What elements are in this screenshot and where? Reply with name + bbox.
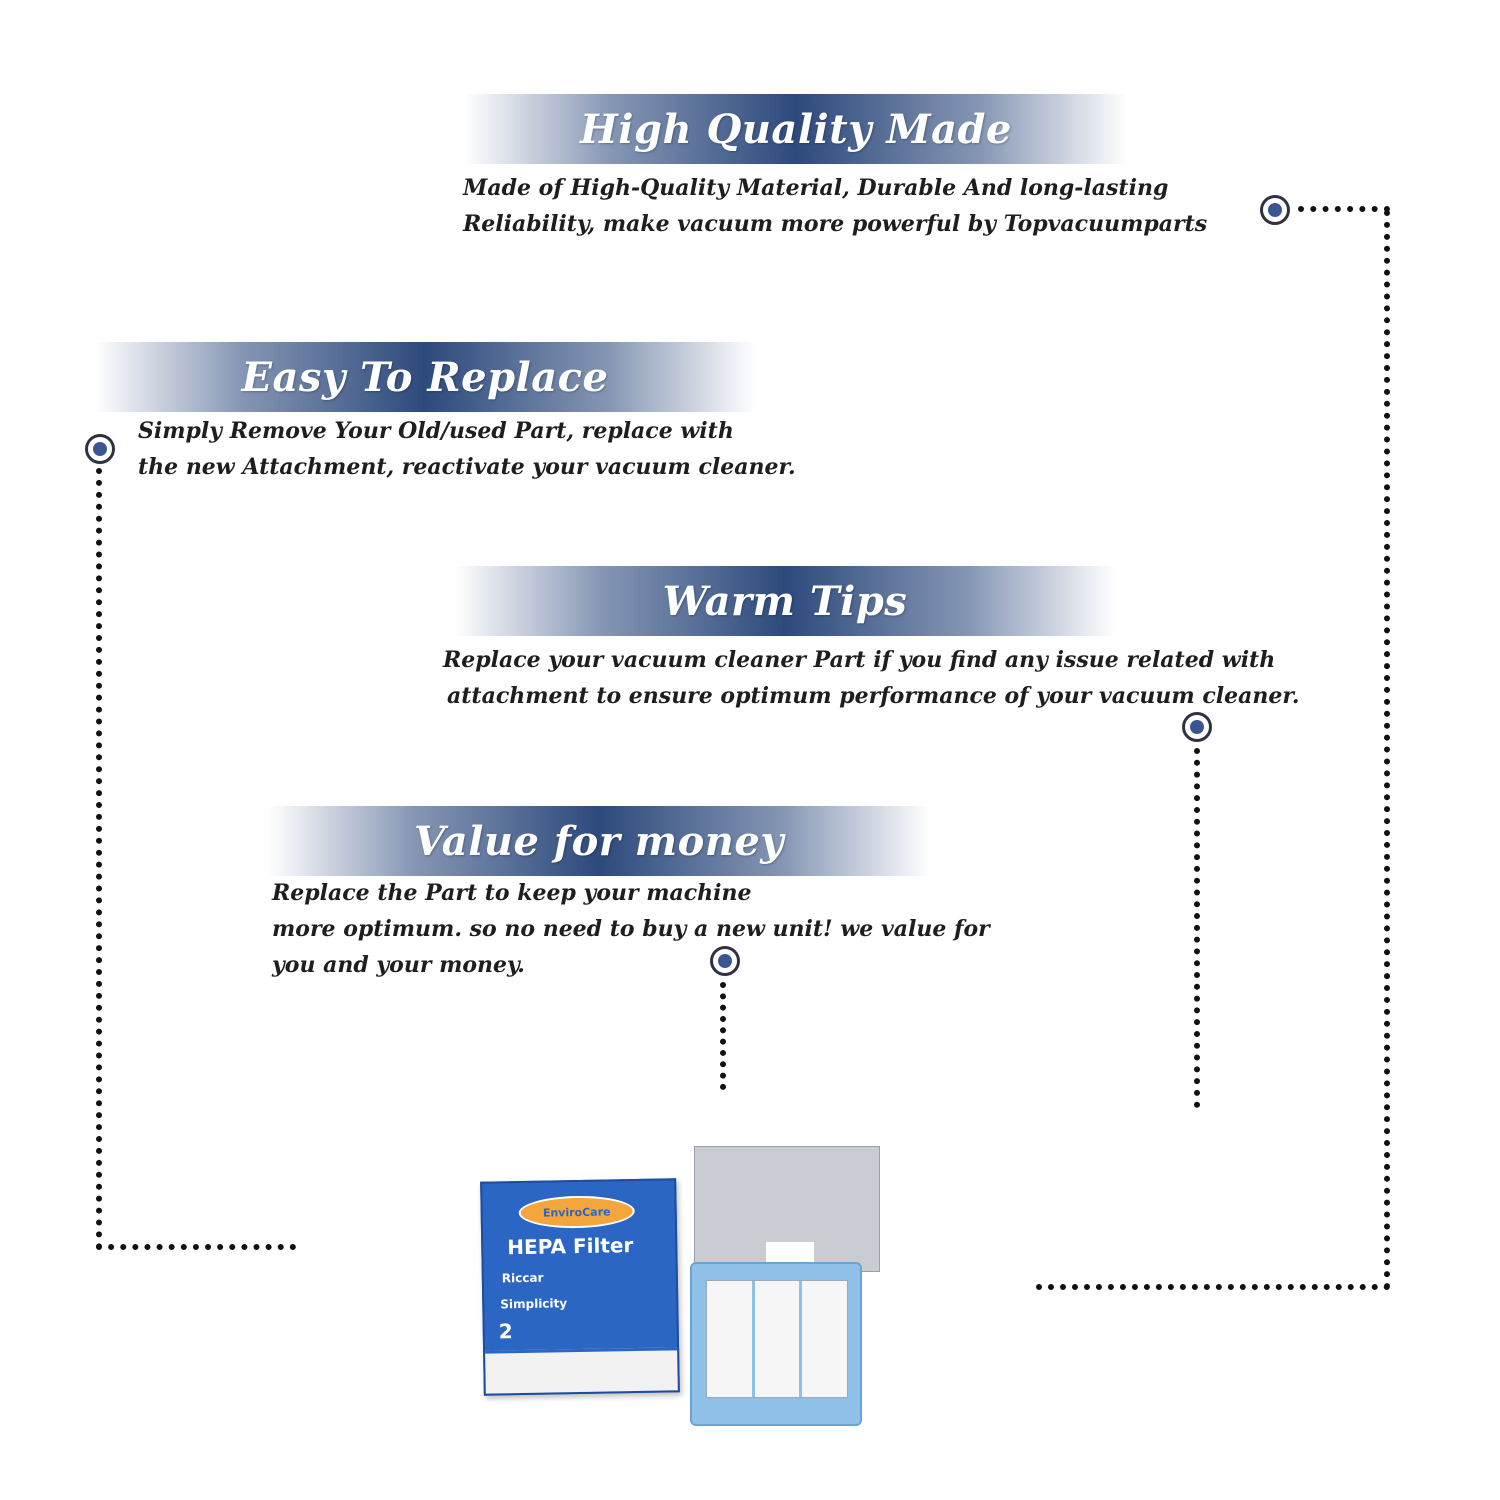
quality-title: High Quality Made: [580, 105, 1012, 153]
connector-tips-down: [1194, 748, 1206, 1108]
tips-line-1: Replace your vacuum cleaner Part if you …: [443, 647, 1276, 673]
box-brand-simplicity: Simplicity: [500, 1296, 568, 1312]
pleat: [755, 1281, 803, 1397]
quality-line-1: Made of High-Quality Material, Durable A…: [463, 175, 1169, 201]
tips-title: Warm Tips: [662, 577, 908, 625]
marker-replace-icon: [85, 434, 115, 464]
foam-tab: [766, 1242, 814, 1264]
quality-description: Made of High-Quality Material, Durable A…: [463, 170, 1207, 242]
connector-quality-top: [1298, 206, 1390, 218]
value-banner: Value for money: [268, 806, 930, 876]
value-line-1: Replace the Part to keep your machine: [272, 880, 752, 906]
connector-replace-bottom: [96, 1244, 296, 1256]
value-line-2: more optimum. so no need to buy a new un…: [272, 916, 990, 942]
tips-banner: Warm Tips: [455, 566, 1115, 636]
value-line-3: you and your money.: [272, 952, 525, 978]
replace-description: Simply Remove Your Old/used Part, replac…: [138, 413, 796, 485]
replace-line-1: Simply Remove Your Old/used Part, replac…: [138, 418, 734, 444]
pleat: [707, 1281, 755, 1397]
connector-replace-left: [96, 468, 108, 1250]
box-label: HEPA Filter: [507, 1233, 634, 1260]
envirocare-logo: EnviroCare: [518, 1195, 635, 1230]
hepa-filter-cartridge: [690, 1262, 862, 1426]
marker-tips-icon: [1182, 712, 1212, 742]
box-brand-riccar: Riccar: [501, 1270, 544, 1286]
replace-line-2: the new Attachment, reactivate your vacu…: [138, 454, 796, 480]
quality-line-2: Reliability, make vacuum more powerful b…: [463, 211, 1208, 237]
hepa-pleats: [706, 1280, 848, 1398]
box-filter-edge: [485, 1347, 678, 1394]
value-description: Replace the Part to keep your machine mo…: [272, 875, 990, 983]
replace-title: Easy To Replace: [241, 353, 609, 401]
replace-banner: Easy To Replace: [95, 342, 755, 412]
quality-banner: High Quality Made: [465, 94, 1127, 164]
marker-value-icon: [710, 946, 740, 976]
box-count: 2: [498, 1319, 513, 1344]
tips-description: Replace your vacuum cleaner Part if you …: [443, 642, 1300, 714]
value-title: Value for money: [413, 817, 785, 865]
connector-quality-right: [1384, 210, 1396, 1290]
connector-quality-bottom: [1036, 1284, 1390, 1296]
hepa-filter-box: EnviroCare HEPA Filter Riccar Simplicity…: [480, 1178, 680, 1396]
connector-value-down: [720, 982, 732, 1090]
pleat: [802, 1281, 847, 1397]
marker-quality-icon: [1260, 195, 1290, 225]
tips-line-2: attachment to ensure optimum performance…: [447, 683, 1300, 709]
